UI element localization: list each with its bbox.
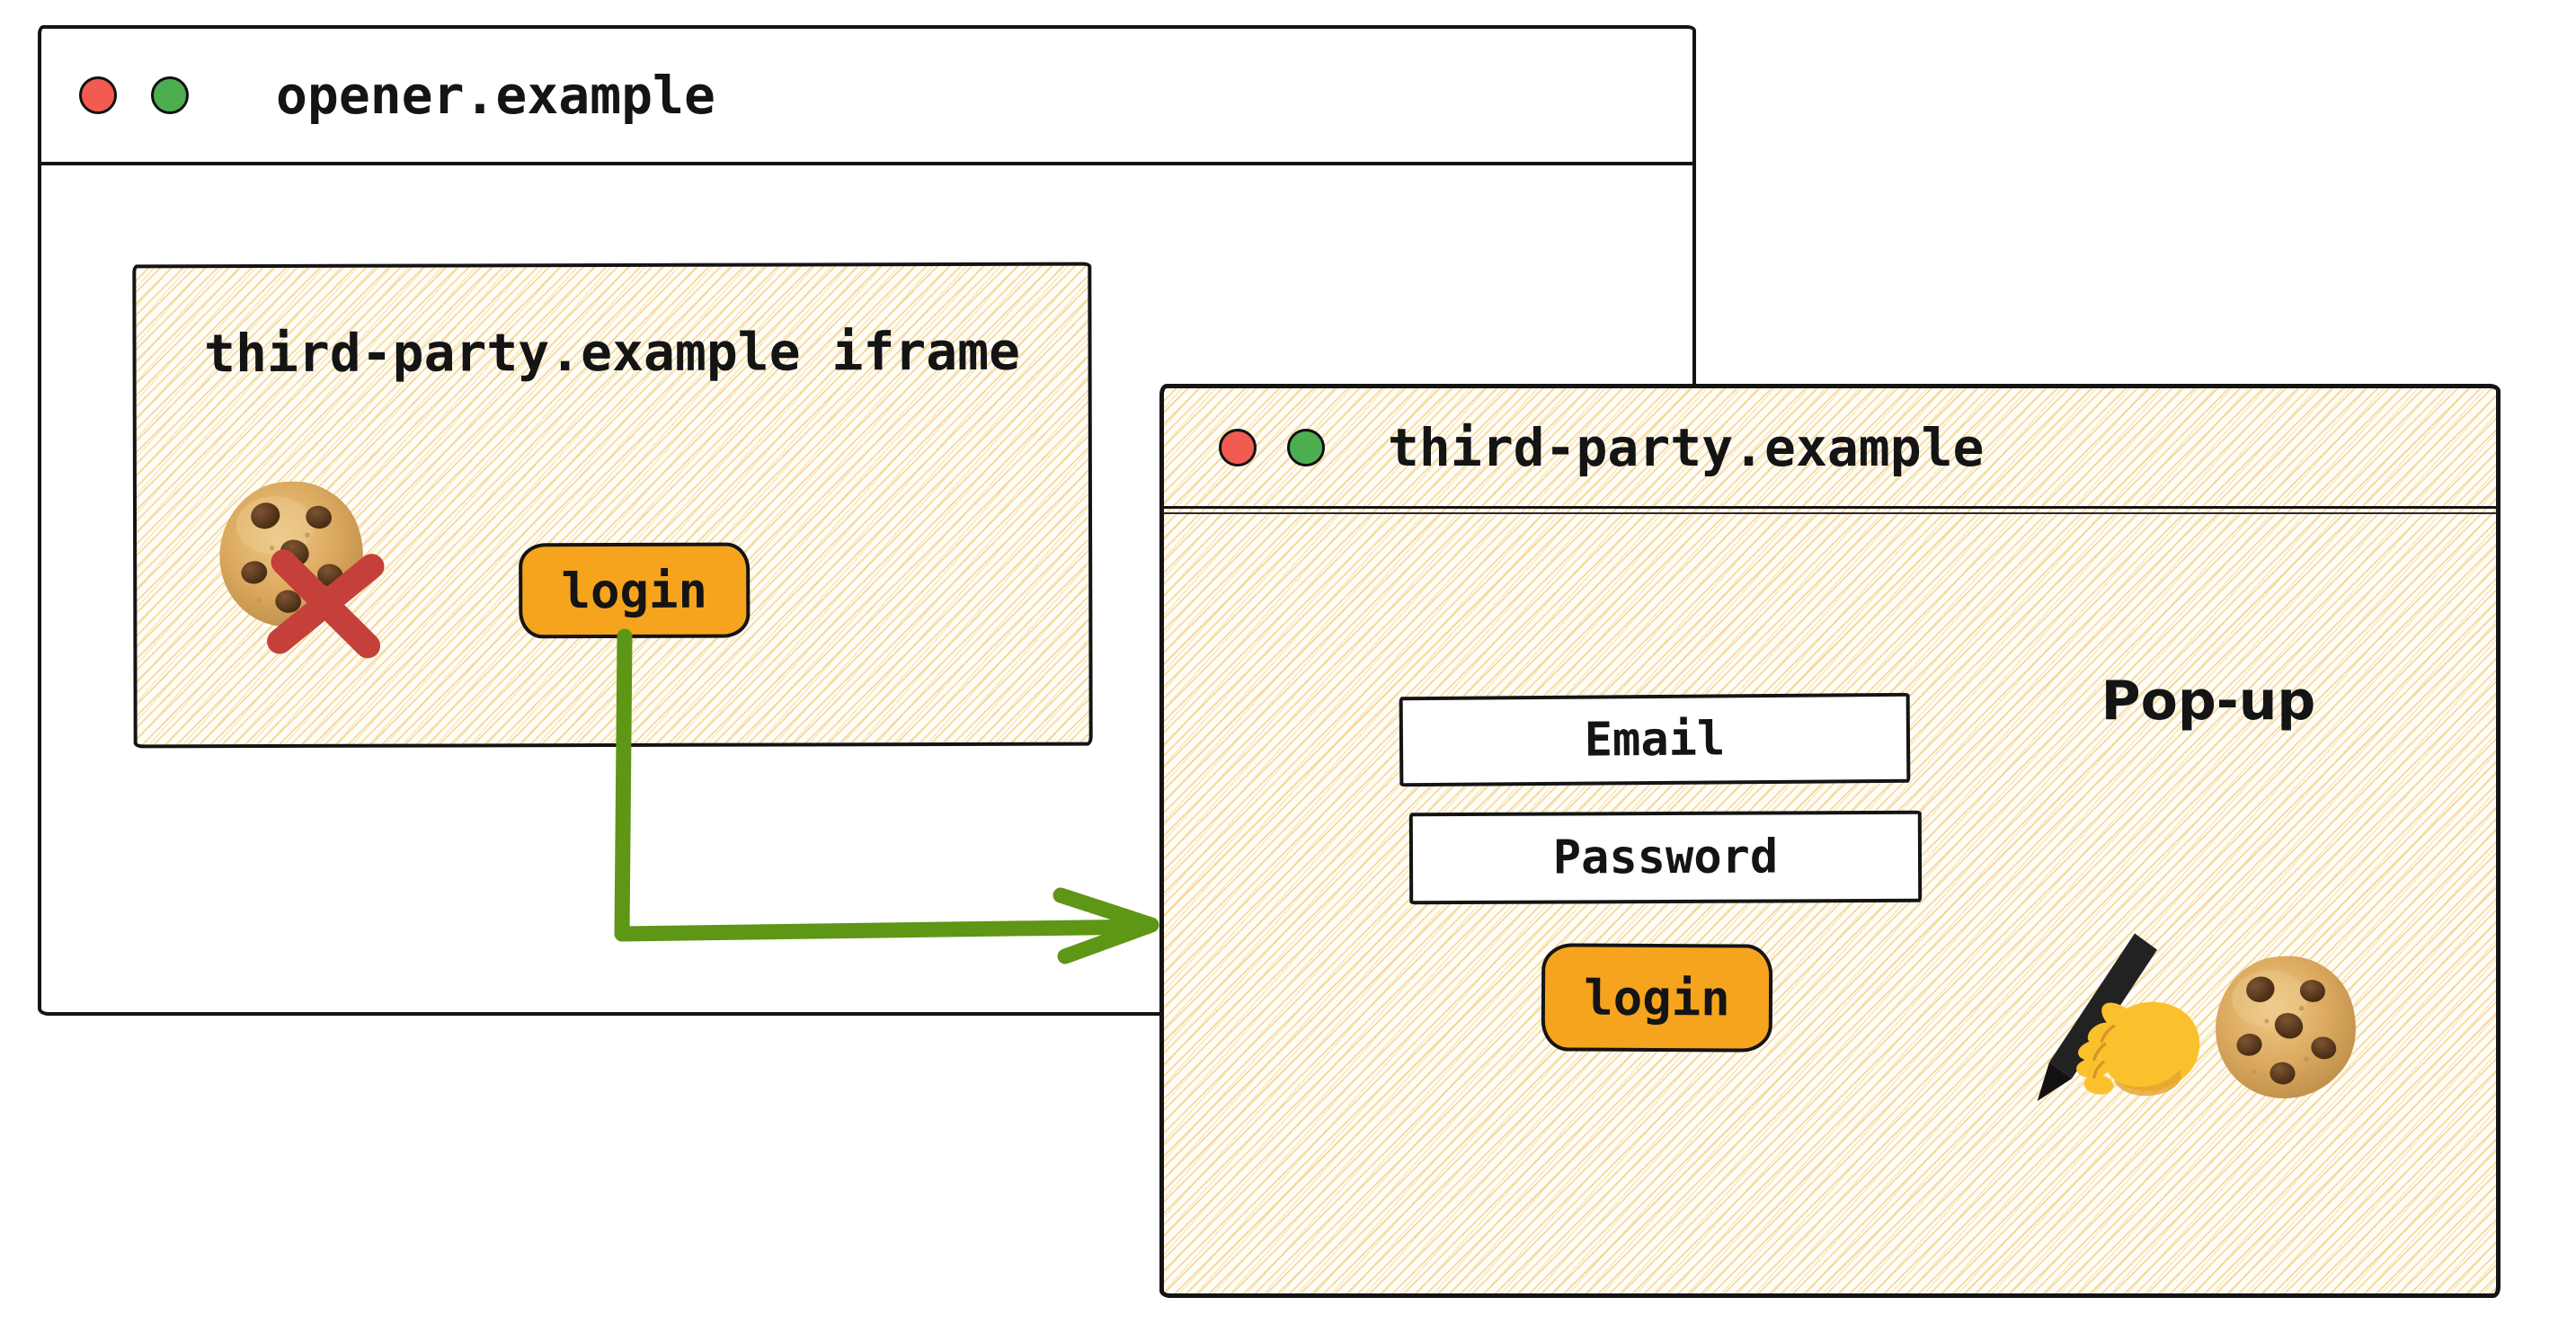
red-x-icon bbox=[255, 533, 396, 674]
writing-hand-icon bbox=[2027, 930, 2207, 1110]
iframe-login-button[interactable]: login bbox=[519, 542, 751, 639]
green-dot-icon bbox=[151, 76, 189, 114]
opener-titlebar: opener.example bbox=[41, 29, 1692, 165]
popup-login-button[interactable]: login bbox=[1541, 943, 1773, 1053]
popup-annotation: Pop-up bbox=[2101, 670, 2316, 733]
third-party-iframe: third-party.example iframe login bbox=[132, 262, 1093, 749]
opener-window-title: opener.example bbox=[276, 65, 715, 126]
cookie-icon bbox=[2207, 948, 2365, 1106]
iframe-label: third-party.example iframe bbox=[204, 320, 1021, 385]
popup-titlebar: third-party.example bbox=[1164, 388, 2496, 514]
popup-window: third-party.example Pop-up Email Passwor… bbox=[1159, 384, 2500, 1298]
popup-window-title: third-party.example bbox=[1388, 416, 1985, 478]
password-input[interactable]: Password bbox=[1408, 810, 1923, 905]
email-input[interactable]: Email bbox=[1399, 692, 1911, 787]
red-dot-icon bbox=[79, 76, 117, 114]
green-dot-icon bbox=[1287, 428, 1325, 467]
red-dot-icon bbox=[1219, 428, 1257, 467]
